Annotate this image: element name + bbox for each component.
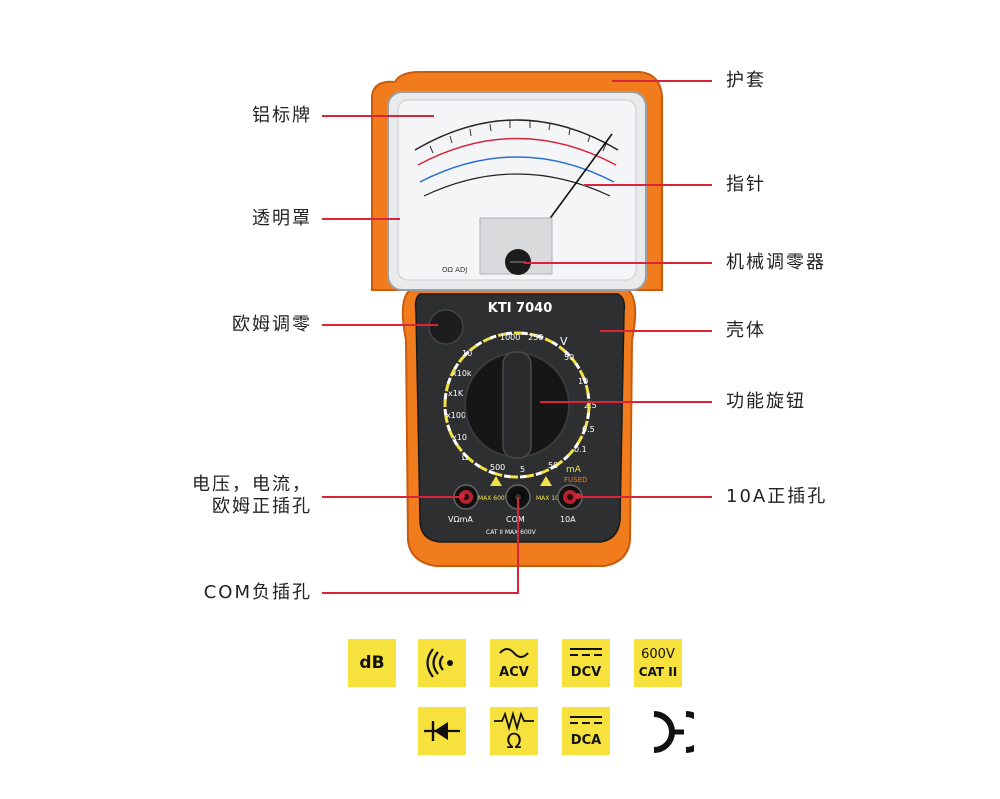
svg-text:x1K: x1K bbox=[448, 389, 464, 398]
symbol-ohm: Ω bbox=[490, 707, 538, 755]
svg-text:10: 10 bbox=[462, 349, 472, 358]
label-ohm-zero: 欧姆调零 bbox=[232, 314, 312, 335]
label-sheath: 护套 bbox=[726, 70, 766, 91]
symbol-diode-icon bbox=[418, 707, 466, 755]
svg-text:500: 500 bbox=[490, 463, 505, 472]
a10-jack bbox=[557, 484, 583, 510]
fused-label: FUSED bbox=[564, 476, 587, 484]
callout-line-vam bbox=[322, 496, 460, 498]
callout-line-pointer bbox=[584, 184, 712, 186]
callout-line-housing bbox=[600, 330, 712, 332]
callout-line-sheath bbox=[612, 80, 712, 82]
ce-mark-icon bbox=[653, 711, 694, 753]
label-function-knob: 功能旋钮 bbox=[726, 391, 806, 412]
callout-vline-com bbox=[517, 497, 519, 594]
symbol-cat-ii: 600V CAT II bbox=[634, 639, 682, 687]
svg-text:250: 250 bbox=[528, 333, 543, 342]
ohm-zero-knob bbox=[428, 309, 464, 345]
svg-text:x10: x10 bbox=[452, 433, 467, 442]
callout-line-mech-zero bbox=[524, 262, 712, 264]
brand-text: KTI 7040 bbox=[488, 301, 553, 316]
svg-text:10: 10 bbox=[578, 377, 588, 386]
svg-text:x10k: x10k bbox=[452, 369, 472, 378]
label-housing: 壳体 bbox=[726, 320, 766, 341]
jack-mid-label: COM bbox=[506, 515, 525, 524]
label-vam-jack-line2: 欧姆正插孔 bbox=[212, 496, 312, 517]
label-mech-zero: 机械调零器 bbox=[726, 252, 826, 273]
svg-text:1000: 1000 bbox=[500, 333, 520, 342]
label-transparent-cover: 透明罩 bbox=[252, 208, 312, 229]
symbol-acv: ACV bbox=[490, 639, 538, 687]
label-vam-jack-line1: 电压，电流， bbox=[192, 474, 312, 495]
svg-text:x100: x100 bbox=[446, 411, 466, 420]
symbol-dca: DCA bbox=[562, 707, 610, 755]
svg-text:50: 50 bbox=[548, 461, 558, 470]
callout-line-cover bbox=[322, 218, 400, 220]
svg-text:2.5: 2.5 bbox=[584, 401, 597, 410]
svg-text:5: 5 bbox=[520, 465, 525, 474]
svg-text:0.5: 0.5 bbox=[582, 425, 595, 434]
warn-left-text: MAX 600V bbox=[478, 495, 510, 502]
callout-line-a10 bbox=[578, 496, 712, 498]
v-unit-text: V bbox=[560, 335, 568, 348]
label-nameplate: 铝标牌 bbox=[252, 105, 312, 126]
label-com-jack: COM负插孔 bbox=[203, 582, 312, 603]
svg-text:50: 50 bbox=[564, 353, 574, 362]
callout-dot-vam bbox=[459, 493, 465, 499]
cat-label: CAT II MAX 600V bbox=[486, 529, 537, 536]
callout-dot-a10 bbox=[575, 493, 581, 499]
callout-line-com bbox=[322, 592, 519, 594]
symbol-sound-icon bbox=[418, 639, 466, 687]
callout-line-nameplate bbox=[322, 115, 434, 117]
jack-right-label: 10A bbox=[560, 515, 576, 524]
symbol-db: dB bbox=[348, 639, 396, 687]
callout-line-knob bbox=[540, 401, 712, 403]
ma-label: mA bbox=[566, 465, 582, 475]
callout-line-ohm-zero bbox=[322, 324, 438, 326]
warn-right-text: MAX 10A bbox=[536, 495, 564, 502]
multimeter-illustration: OΩ ADJ KTI 7040 V 1000 250 50 10 2.5 0.5 0.… bbox=[371, 71, 663, 567]
label-a10-jack: 10A正插孔 bbox=[726, 486, 828, 507]
label-pointer: 指针 bbox=[726, 174, 766, 195]
symbol-dcv: DCV bbox=[562, 639, 610, 687]
svg-text:0.1: 0.1 bbox=[574, 445, 587, 454]
zero-adj-text: OΩ ADJ bbox=[442, 266, 467, 274]
svg-text:Ω: Ω bbox=[462, 453, 468, 462]
jack-left-label: VΩmA bbox=[448, 515, 473, 524]
